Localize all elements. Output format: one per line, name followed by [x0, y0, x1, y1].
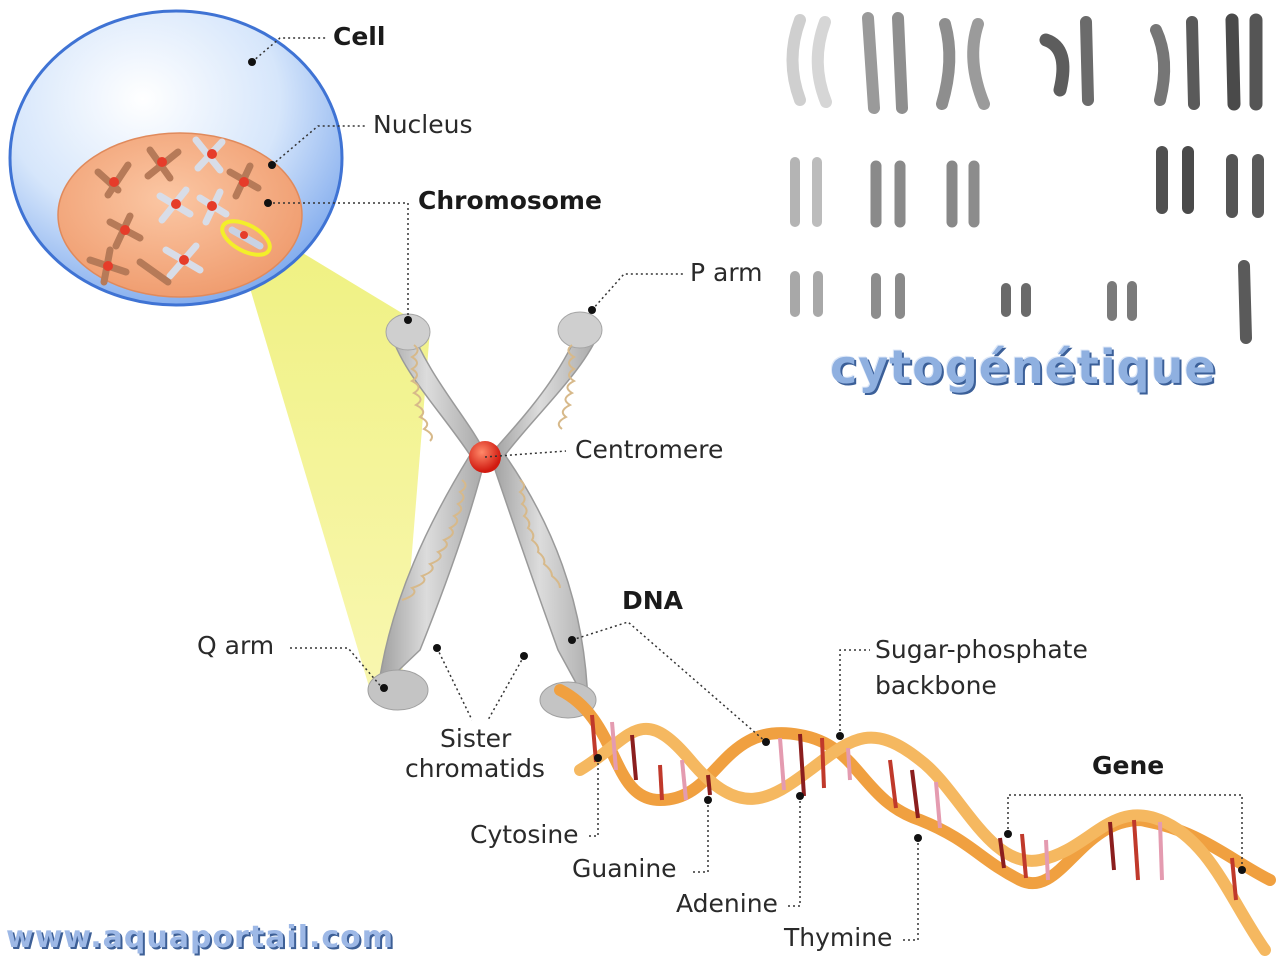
label-nucleus: Nucleus — [373, 110, 473, 139]
leader-dots — [248, 58, 1246, 874]
label-backbone-line2: backbone — [875, 671, 997, 700]
karyotype-image — [786, 12, 1264, 344]
label-thymine: Thymine — [784, 923, 893, 952]
brand-title: cytogénétique — [830, 340, 1217, 394]
label-p-arm: P arm — [690, 258, 763, 287]
zoom-beam — [238, 232, 430, 700]
cell-illustration — [8, 9, 344, 307]
label-cell: Cell — [333, 22, 386, 51]
label-gene: Gene — [1092, 751, 1165, 780]
chromosome-illustration — [367, 311, 603, 719]
site-watermark: www.aquaportail.com — [6, 920, 395, 955]
label-guanine: Guanine — [572, 854, 677, 883]
nucleus-shape — [57, 132, 303, 298]
dna-helix — [554, 684, 1276, 956]
label-chromosome: Chromosome — [418, 186, 602, 215]
label-chromatids: chromatids — [405, 754, 545, 783]
label-cytosine: Cytosine — [470, 820, 579, 849]
label-centromere: Centromere — [575, 435, 724, 464]
leader-lines — [251, 37, 1243, 941]
label-backbone-line1: Sugar-phosphate — [875, 635, 1088, 664]
label-adenine: Adenine — [676, 889, 778, 918]
label-sister: Sister — [440, 724, 512, 753]
label-q-arm: Q arm — [197, 631, 275, 660]
highlighted-chromosome-ring — [220, 219, 272, 257]
label-dna: DNA — [622, 586, 684, 615]
